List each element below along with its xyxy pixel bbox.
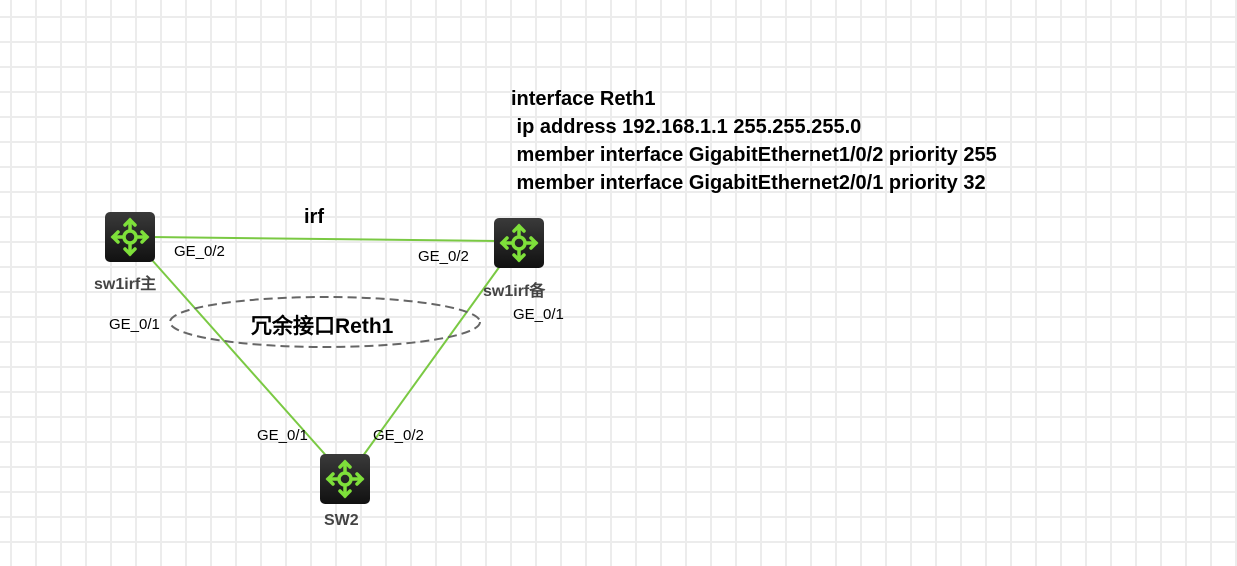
device-sw1-backup[interactable]: [494, 218, 544, 268]
link-master-sw2: [151, 259, 331, 461]
port-label: GE_0/2: [418, 248, 469, 265]
config-text: interface Reth1 ip address 192.168.1.1 2…: [511, 85, 997, 197]
layer3-switch-icon: [110, 217, 150, 257]
link-irf: [149, 236, 499, 242]
port-label: GE_0/1: [109, 316, 160, 333]
port-label: GE_0/2: [373, 427, 424, 444]
device-name: sw1irf备: [483, 283, 546, 300]
device-sw1-master[interactable]: [105, 212, 155, 262]
irf-label: irf: [304, 206, 324, 228]
config-line: member interface GigabitEthernet2/0/1 pr…: [511, 172, 986, 194]
port-label: GE_0/1: [513, 306, 564, 323]
link-backup-sw2: [359, 265, 501, 461]
device-name: sw1irf主: [94, 276, 157, 293]
layer3-switch-icon: [499, 223, 539, 263]
port-label: GE_0/2: [174, 243, 225, 260]
layer3-switch-icon: [325, 459, 365, 499]
port-label: GE_0/1: [257, 427, 308, 444]
config-line: interface Reth1: [511, 88, 656, 110]
device-sw2[interactable]: [320, 454, 370, 504]
device-name: SW2: [324, 512, 359, 529]
reth-group-label: 冗余接口Reth1: [251, 315, 394, 338]
reth-group-ellipse: [169, 296, 481, 348]
config-line: member interface GigabitEthernet1/0/2 pr…: [511, 144, 997, 166]
config-line: ip address 192.168.1.1 255.255.255.0: [511, 116, 862, 138]
